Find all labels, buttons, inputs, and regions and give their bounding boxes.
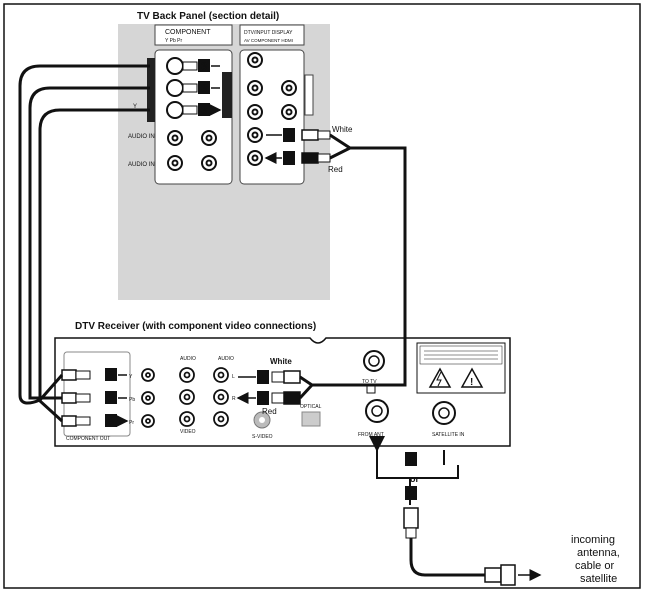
svg-text:VIDEO: VIDEO <box>180 429 196 435</box>
svg-text:AUDIO: AUDIO <box>180 356 196 362</box>
receiver-badges-4: 4 4 <box>238 370 269 406</box>
svg-text:FROM ANT: FROM ANT <box>358 432 384 438</box>
component-header: COMPONENT <box>165 29 211 36</box>
svg-text:Pr: Pr <box>129 420 134 426</box>
receiver-component-plugs <box>61 369 91 427</box>
tv-component-plugs <box>166 57 198 119</box>
warning-icon <box>428 367 452 388</box>
receiver-badges-3: 3 3 3 <box>105 368 117 428</box>
coax-connector-icon <box>403 507 419 539</box>
svg-text:4: 4 <box>286 131 293 143</box>
badge-1 <box>405 452 417 466</box>
tv-badges-3: 3 3 3 <box>198 59 210 117</box>
svg-text:L: L <box>232 374 235 380</box>
svg-text:Pb: Pb <box>129 397 135 403</box>
receiver-av-jacks <box>179 367 229 427</box>
incoming-line-2: antenna, <box>577 547 620 559</box>
svg-text:3: 3 <box>108 416 114 428</box>
tv-panel-title: TV Back Panel (section detail) <box>137 11 279 22</box>
tv-white-label: White <box>332 125 353 134</box>
tv-badges-4: 4 4 <box>266 128 295 166</box>
svg-text:1: 1 <box>408 455 414 467</box>
svg-text:Y: Y <box>129 374 133 380</box>
svg-text:R: R <box>232 396 236 402</box>
receiver-audio-plugs <box>271 370 301 405</box>
incoming-line-4: satellite <box>580 573 617 585</box>
or-label: or <box>410 474 419 484</box>
component-sub: Y Pb Pr <box>165 38 182 44</box>
receiver-component-jacks <box>141 368 155 428</box>
svg-text:3: 3 <box>201 83 207 95</box>
svg-text:3: 3 <box>108 370 114 382</box>
audio-cable <box>298 133 407 400</box>
coax-connector-icon <box>484 564 516 586</box>
tv-audio-in-1: AUDIO IN <box>128 134 155 140</box>
svg-text:4: 4 <box>286 154 293 166</box>
tv-audio-plugs <box>301 129 331 164</box>
badge-2 <box>405 486 417 500</box>
optical-port <box>301 411 321 427</box>
svg-text:AUDIO: AUDIO <box>218 356 234 362</box>
svg-text:4: 4 <box>260 394 267 406</box>
incoming-line-3: cable or <box>575 560 614 572</box>
svg-text:!: ! <box>470 377 473 388</box>
rca-jack-icon <box>166 79 198 97</box>
svg-text:TO TV: TO TV <box>362 379 377 385</box>
incoming-line-1: incoming <box>571 534 615 546</box>
receiver-title: DTV Receiver (with component video conne… <box>75 321 316 332</box>
dtv-sub: AV COMPONENT HDMI <box>244 38 293 43</box>
tv-audio-in-2: AUDIO IN <box>128 162 155 168</box>
tv-y-label: Y <box>133 104 137 110</box>
to-tv-coax <box>363 350 385 372</box>
svg-text:4: 4 <box>260 373 267 385</box>
receiver-white-label: White <box>270 357 292 366</box>
svideo-jack <box>253 411 271 429</box>
dtv-header: DTV/INPUT DISPLAY <box>244 30 293 36</box>
component-out-label: COMPONENT OUT <box>66 436 110 442</box>
receiver-body <box>54 337 511 447</box>
satellite-in-coax <box>432 401 456 425</box>
svg-text:S-VIDEO: S-VIDEO <box>252 434 273 440</box>
receiver-red-label: Red <box>262 407 277 416</box>
svg-text:SATELLITE IN: SATELLITE IN <box>432 432 465 438</box>
from-ant-coax <box>365 399 389 423</box>
svg-text:3: 3 <box>108 393 114 405</box>
svg-text:3: 3 <box>201 105 207 117</box>
component-cable <box>18 64 150 423</box>
tv-dtv-jacks <box>247 52 297 166</box>
svg-text:3: 3 <box>201 61 207 73</box>
tv-red-label: Red <box>328 165 343 174</box>
rca-jack-icon <box>166 57 198 75</box>
svg-text:2: 2 <box>408 489 414 501</box>
svg-text:OPTICAL: OPTICAL <box>300 404 322 410</box>
rca-jack-icon <box>166 101 198 119</box>
warning-icon: ! <box>460 367 484 388</box>
tv-audio-jacks <box>167 130 217 171</box>
